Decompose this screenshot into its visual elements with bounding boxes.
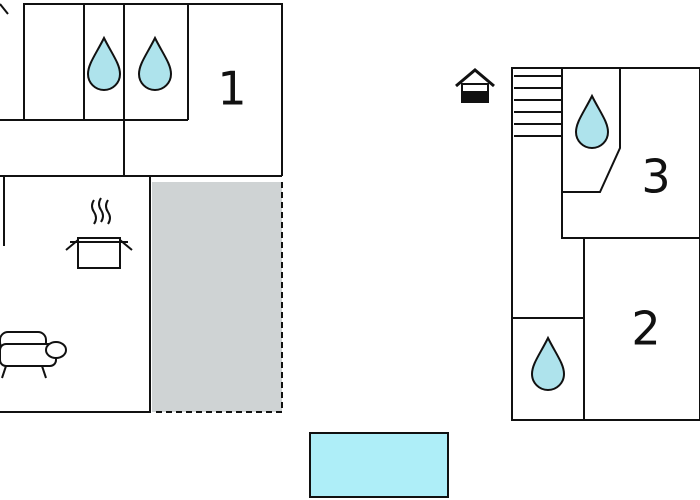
terrace-dashed-edge — [152, 182, 283, 413]
wall — [0, 176, 151, 413]
water-drop-icon — [574, 93, 610, 149]
wall — [0, 3, 283, 176]
wall — [562, 68, 621, 193]
outer-wall — [511, 67, 700, 421]
terrace — [152, 182, 282, 412]
cooking-pot-icon — [65, 197, 133, 269]
house-icon — [455, 68, 495, 103]
room-number-3: 3 — [641, 150, 670, 204]
water-drop-icon — [137, 35, 173, 91]
room-number-2: 2 — [631, 302, 660, 356]
pool — [309, 432, 449, 498]
sofa-icon — [0, 331, 67, 379]
wall — [0, 3, 9, 15]
room-number-1: 1 — [217, 62, 246, 116]
stairs-icon — [514, 75, 562, 137]
wall — [561, 68, 700, 239]
water-drop-icon — [530, 335, 566, 391]
left-building — [0, 3, 283, 413]
water-drop-icon — [86, 35, 122, 91]
